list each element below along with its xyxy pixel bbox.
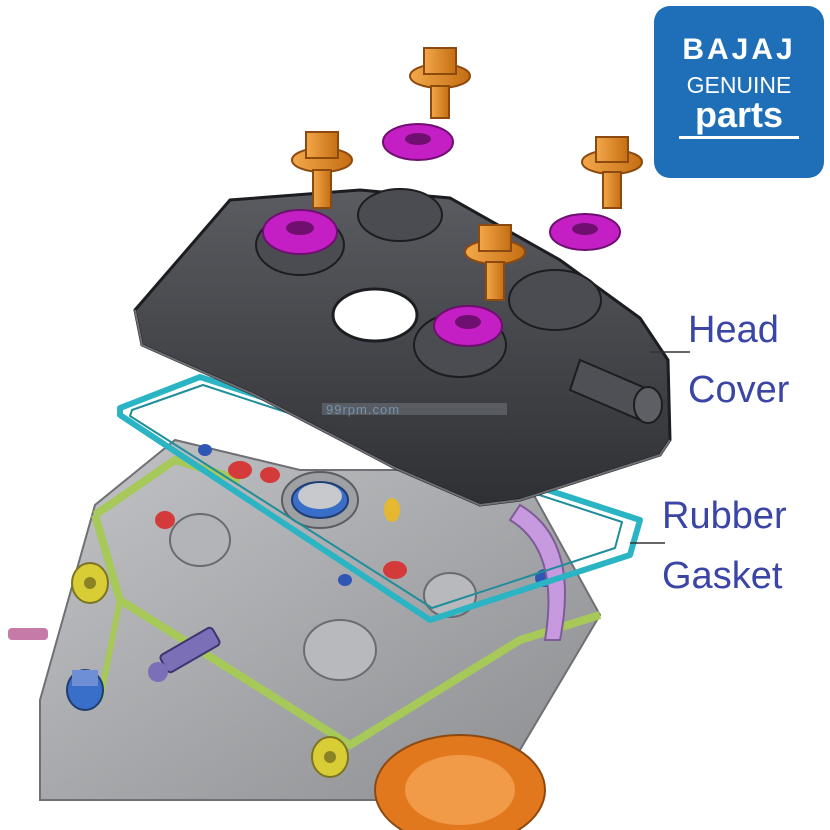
cylinder-head [8, 438, 602, 830]
washers [262, 123, 621, 347]
sensor [148, 626, 221, 682]
washer [262, 209, 338, 255]
bolt [464, 224, 526, 301]
washer [433, 305, 503, 347]
bajaj-genuine-parts-logo: BAJAJ GENUINE parts [654, 6, 824, 178]
watermark: 99rpm.com [326, 402, 401, 417]
washer [549, 213, 621, 251]
logo-brand: BAJAJ [682, 33, 796, 66]
rubber-gasket [117, 374, 643, 623]
label-head: Head [688, 309, 779, 351]
bolts [291, 47, 643, 301]
label-cover: Cover [688, 369, 790, 411]
bolt [581, 136, 643, 209]
bolt [409, 47, 471, 119]
logo-genuine: GENUINE [686, 72, 792, 98]
label-rubber: Rubber [662, 495, 787, 537]
logo-parts: parts [694, 94, 784, 135]
logo-underline [679, 136, 799, 139]
bolt [291, 131, 353, 209]
washer [382, 123, 454, 161]
label-gasket: Gasket [662, 555, 783, 597]
breather-nipple [568, 358, 663, 424]
head-cover [133, 188, 672, 507]
